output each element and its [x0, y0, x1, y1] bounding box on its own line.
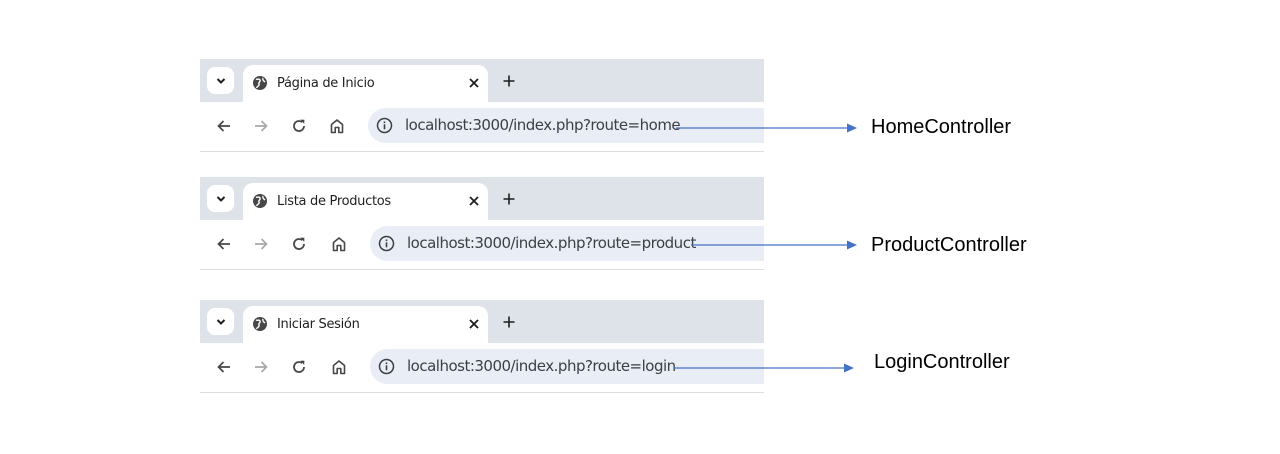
forward-button[interactable]: [250, 115, 272, 137]
arrow-right-icon: [255, 238, 268, 250]
url-text[interactable]: localhost:3000/index.php?route=product: [407, 234, 696, 252]
forward-button[interactable]: [250, 233, 272, 255]
close-icon: [469, 78, 479, 88]
address-bar[interactable]: localhost:3000/index.php?route=login: [370, 349, 764, 384]
close-icon: [469, 319, 479, 329]
controller-label: HomeController: [871, 116, 1012, 138]
reload-button[interactable]: [288, 233, 310, 255]
controller-label: ProductController: [871, 234, 1027, 256]
arrow-left-icon: [217, 120, 230, 132]
home-icon: [332, 360, 346, 375]
tab-close-button[interactable]: [464, 314, 484, 334]
arrow-left-icon: [217, 238, 230, 250]
home-button[interactable]: [328, 233, 350, 255]
chevron-down-icon: [216, 195, 225, 202]
arrow-connector: [676, 123, 857, 133]
globe-icon: [253, 76, 267, 90]
divider: [200, 392, 764, 393]
new-tab-button[interactable]: [498, 188, 520, 210]
back-button[interactable]: [213, 356, 235, 378]
tab-close-button[interactable]: [464, 191, 484, 211]
info-icon[interactable]: [378, 358, 395, 375]
reload-icon: [293, 360, 305, 373]
url-text[interactable]: localhost:3000/index.php?route=home: [405, 116, 681, 134]
tab-strip: Lista de Productos: [200, 177, 764, 220]
plus-icon: [503, 316, 515, 328]
tab-title: Iniciar Sesión: [277, 317, 360, 332]
tab-strip: Iniciar Sesión: [200, 300, 764, 343]
tab-search-button[interactable]: [207, 67, 234, 94]
home-button[interactable]: [326, 115, 348, 137]
home-button[interactable]: [328, 356, 350, 378]
tab-active[interactable]: Iniciar Sesión: [243, 306, 488, 343]
forward-button[interactable]: [250, 356, 272, 378]
toolbar: localhost:3000/index.php?route=product: [200, 220, 764, 269]
chevron-down-icon: [216, 77, 225, 84]
info-icon[interactable]: [378, 235, 395, 252]
reload-button[interactable]: [288, 356, 310, 378]
browser-window-product: Lista de Productos localhost:3000/index.…: [200, 177, 764, 270]
arrow-right-icon: [255, 120, 268, 132]
back-button[interactable]: [213, 233, 235, 255]
toolbar: localhost:3000/index.php?route=login: [200, 343, 764, 392]
divider: [200, 151, 764, 152]
plus-icon: [503, 193, 515, 205]
reload-icon: [293, 119, 305, 132]
tab-strip: Página de Inicio: [200, 59, 764, 102]
reload-icon: [293, 237, 305, 250]
tab-active[interactable]: Página de Inicio: [243, 65, 488, 102]
tab-close-button[interactable]: [464, 73, 484, 93]
url-text[interactable]: localhost:3000/index.php?route=login: [407, 357, 676, 375]
chevron-down-icon: [216, 318, 225, 325]
home-icon: [332, 237, 346, 252]
globe-icon: [253, 317, 267, 331]
plus-icon: [503, 75, 515, 87]
divider: [200, 269, 764, 270]
home-icon: [330, 119, 344, 134]
tab-title: Página de Inicio: [277, 76, 375, 91]
arrow-connector: [674, 363, 854, 373]
reload-button[interactable]: [288, 115, 310, 137]
arrow-right-icon: [255, 361, 268, 373]
back-button[interactable]: [213, 115, 235, 137]
globe-icon: [253, 194, 267, 208]
toolbar: localhost:3000/index.php?route=home: [200, 102, 764, 151]
address-bar[interactable]: localhost:3000/index.php?route=home: [368, 108, 764, 143]
tab-active[interactable]: Lista de Productos: [243, 183, 488, 220]
address-bar[interactable]: localhost:3000/index.php?route=product: [370, 226, 764, 261]
controller-label: LoginController: [874, 351, 1010, 373]
close-icon: [469, 196, 479, 206]
browser-window-login: Iniciar Sesión localhost:3000/index.php?…: [200, 300, 764, 393]
arrow-connector: [691, 240, 857, 250]
tab-search-button[interactable]: [207, 308, 234, 335]
tab-title: Lista de Productos: [277, 194, 391, 209]
arrow-left-icon: [217, 361, 230, 373]
tab-search-button[interactable]: [207, 185, 234, 212]
browser-window-home: Página de Inicio localhost:3000/index.ph…: [200, 59, 764, 152]
info-icon[interactable]: [376, 117, 393, 134]
new-tab-button[interactable]: [498, 70, 520, 92]
new-tab-button[interactable]: [498, 311, 520, 333]
